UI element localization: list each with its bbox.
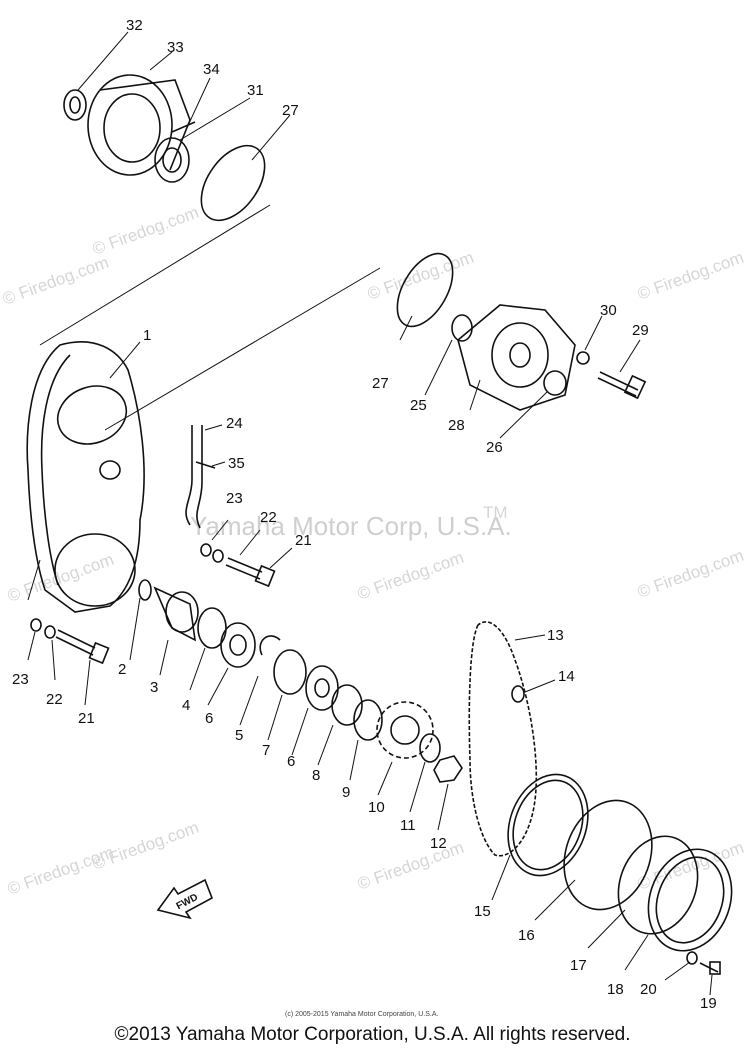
part-label: 22 [46,691,63,708]
part-label: 27 [282,102,299,119]
part-label: 6 [287,753,295,770]
part-label: 11 [400,817,416,834]
part-label: 10 [368,799,385,816]
watermark-text: © Firedog.com [635,248,745,304]
watermark-text: © Firedog.com [365,248,476,304]
part-label: 20 [640,981,657,998]
part-label: 15 [474,903,491,920]
part-label: 19 [700,995,717,1012]
part-labels: 32 33 34 31 27 1 27 25 28 26 30 29 24 35… [12,17,717,1012]
top-assembly [39,31,291,346]
part-label: 9 [342,784,350,801]
watermark-text: © Firedog.com [90,203,201,259]
watermark-text: © Firedog.com [355,838,466,894]
fasteners [27,519,293,706]
right-cover-assembly [396,252,647,439]
part-label: 8 [312,767,320,784]
part-label: 21 [295,532,312,549]
watermark-tm: TM [483,503,508,522]
fwd-label: FWD [175,892,200,912]
part-label: 3 [150,679,158,696]
watermark-layer: © Firedog.com © Firedog.com © Firedog.co… [0,203,745,899]
breather-hose [185,424,226,529]
part-label: 32 [126,17,143,34]
part-label: 34 [203,61,220,78]
case-28 [457,304,576,411]
part-label: 16 [518,927,535,944]
watermark-text: © Firedog.com [635,546,745,602]
rear-cover-stack [491,773,733,996]
part-label: 21 [78,710,95,727]
part-label: 13 [547,627,564,644]
part-label: 18 [607,981,624,998]
bearing-31 [154,137,190,183]
part-label: 17 [570,957,587,974]
part-label: 29 [632,322,649,339]
watermark-brand: Yamaha Motor Corp, U.S.A. [190,511,512,541]
part-label: 12 [430,835,447,852]
part-label: 26 [486,439,503,456]
part-label: 25 [410,397,427,414]
part-label: 30 [600,302,617,319]
part-label: 35 [228,455,245,472]
watermark-text: © Firedog.com [5,550,116,606]
pin-34 [171,121,196,133]
part-label: 33 [167,39,184,56]
small-copyright: (c) 2005-2015 Yamaha Motor Corporation, … [285,1011,438,1018]
part-label: 5 [235,727,243,744]
bearing-housing-33 [87,74,173,176]
part-label: 7 [262,742,270,759]
fwd-direction-arrow: FWD [156,878,214,920]
part-label: 2 [118,661,126,678]
part-label: 1 [143,327,151,344]
part-label: 24 [226,415,243,432]
watermark-text: © Firedog.com [355,548,466,604]
part-label: 23 [226,490,243,507]
part-label: 6 [205,710,213,727]
drive-chain [468,621,556,857]
copyright-footer: ©2013 Yamaha Motor Corporation, U.S.A. A… [114,1024,631,1045]
shaft-stack [129,579,463,831]
bearing-26 [543,370,567,396]
hose-24 [185,425,193,526]
part-label: 27 [372,375,389,392]
washer-30 [576,351,590,365]
part-label: 23 [12,671,29,688]
clamp-35 [195,461,216,469]
part-label: 22 [260,509,277,526]
part-label: 31 [247,82,264,99]
drive-cover-1 [26,267,381,613]
oil-seal-32 [63,89,87,121]
part-label: 4 [182,697,190,714]
part-label: 14 [558,668,575,685]
o-ring-27-top [200,144,266,222]
part-label: 28 [448,417,465,434]
bolt-29 [597,371,639,397]
watermark-text: © Firedog.com [0,253,111,309]
o-ring-27-right [396,252,454,328]
